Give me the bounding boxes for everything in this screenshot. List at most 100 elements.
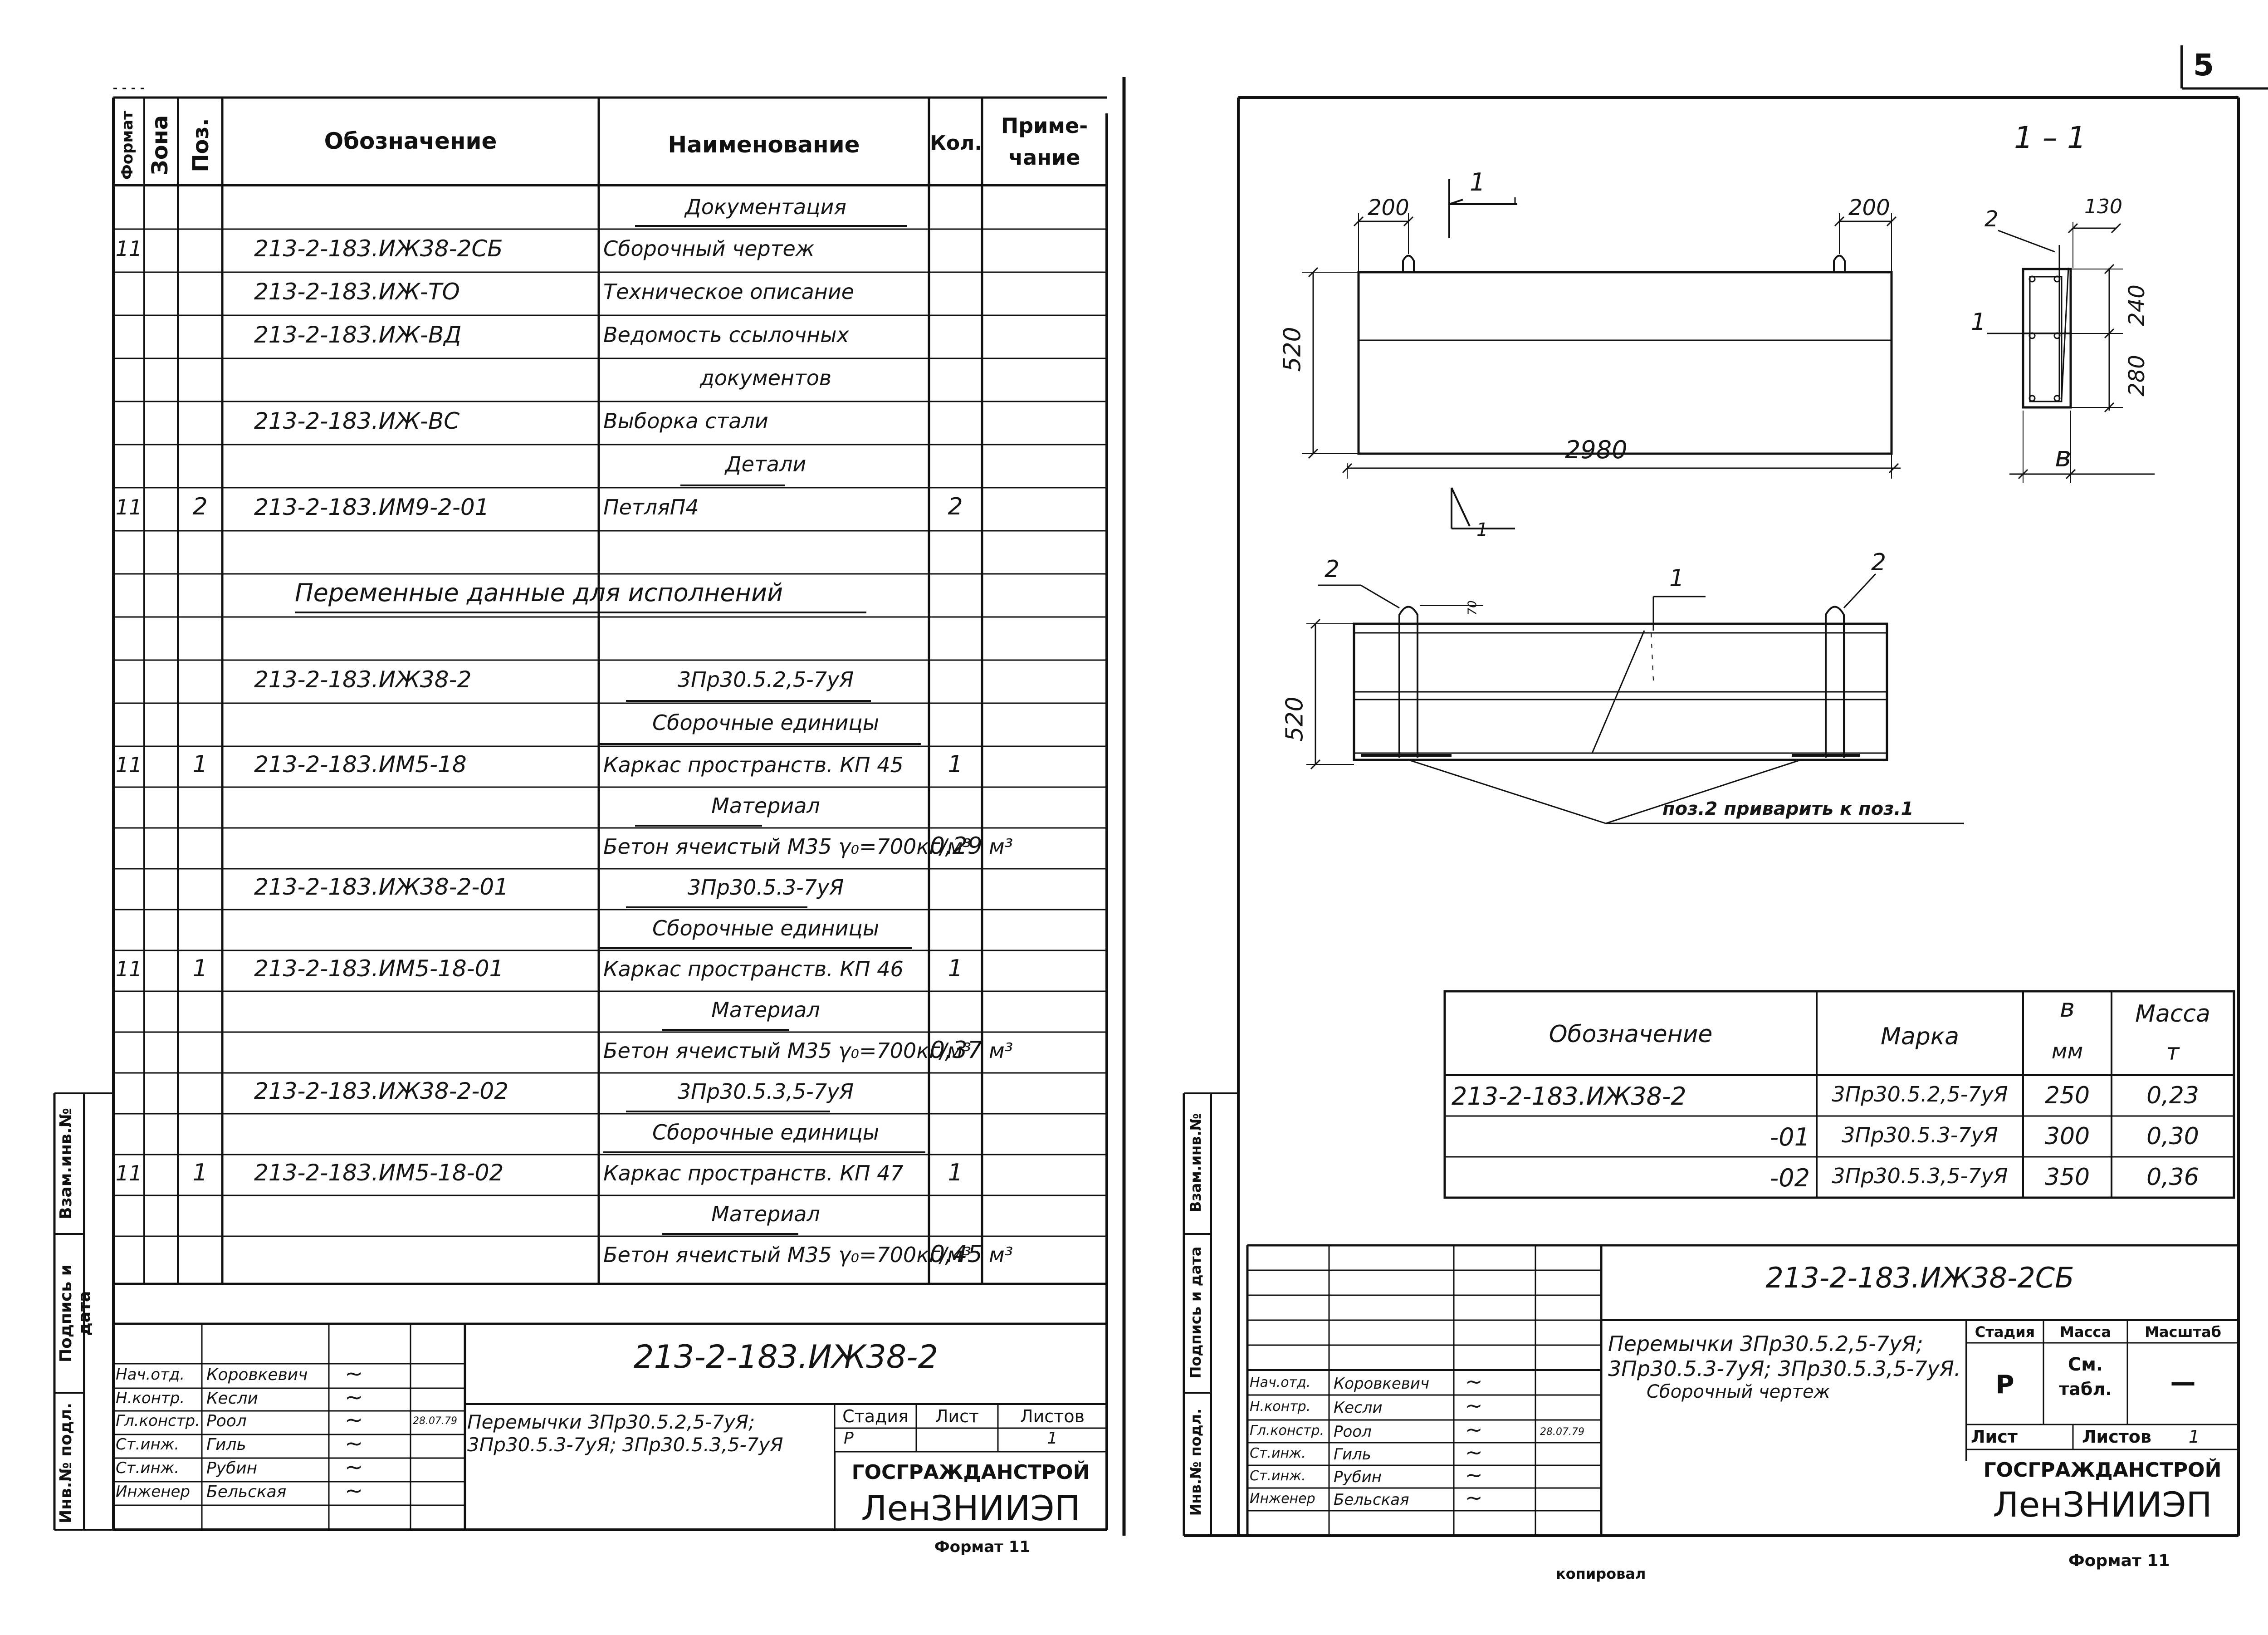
header-note-line2: чание (1008, 145, 1080, 170)
spec-cell-name: ПетляП4 (603, 495, 699, 520)
signer-name: Гиль (206, 1435, 246, 1454)
spec-cell-qty: 0,45 (930, 1240, 982, 1268)
rs-title-line1: Перемычки 3Пр30.5.2,5-7уЯ; (1608, 1331, 1923, 1356)
header-zone: Зона (147, 115, 173, 176)
spec-cell-name: Ведомость ссылочных (603, 323, 849, 348)
spec-cell-name: Бетон ячеистый М35 γ₀=700кг/м³ (603, 1242, 971, 1267)
table-header-mark: Марка (1880, 1023, 1959, 1050)
spec-cell-note: м³ (989, 1038, 1013, 1063)
rs-org-line2: ЛенЗНИИЭП (1993, 1484, 2212, 1525)
elevation-view (1302, 179, 1901, 529)
header-pos: Поз. (188, 118, 214, 172)
header-qty: Кол. (929, 132, 982, 155)
spec-cell-designation: 213-2-183.ИМ5-18-02 (254, 1160, 504, 1186)
rs-signature: ~ (1465, 1417, 1483, 1442)
spec-cell-designation: 213-2-183.ИЖ38-2СБ (254, 235, 503, 262)
format-note: Формат 11 (934, 1538, 1031, 1556)
plan-pos1: 1 (1669, 565, 1685, 592)
rs-signature: ~ (1465, 1440, 1483, 1464)
dim-2980: 2980 (1565, 436, 1628, 464)
signature: ~ (345, 1407, 363, 1433)
spec-cell-fmt: 11 (115, 956, 142, 981)
spec-cell-pos: 1 (192, 750, 208, 778)
section-130: 130 (2084, 195, 2122, 218)
mass-cell-designation: -01 (1769, 1123, 1810, 1151)
signer-role: Н.контр. (116, 1389, 185, 1407)
spec-cell-name: Каркас пространств. КП 47 (603, 1160, 904, 1185)
plan-pos2-right: 2 (1871, 549, 1887, 576)
signer-name: Бельская (206, 1483, 287, 1501)
rs-side-label-sign: Подпись и дата (1187, 1246, 1204, 1379)
side-label-sign: Подпись и дата (57, 1264, 94, 1362)
spec-cell-name: Бетон ячеистый М35 γ₀=700кг/м³ (603, 1038, 971, 1063)
spec-cell-designation: 213-2-183.ИЖ38-2-01 (254, 874, 509, 900)
spec-cell-designation: 213-2-183.ИМ9-2-01 (254, 494, 489, 520)
spec-cell-designation: 213-2-183.ИМ5-18-01 (254, 955, 504, 982)
rs-signer-role: Ст.инж. (1250, 1468, 1306, 1484)
rs-org-line1: ГОСГРАЖДАНСТРОЙ (1983, 1459, 2222, 1482)
title-text-line2: 3Пр30.5.3-7уЯ; 3Пр30.5.3,5-7уЯ (467, 1434, 783, 1456)
rs-signature: ~ (1465, 1369, 1483, 1394)
signer-name: Кесли (206, 1389, 258, 1408)
mass-cell-mass: 0,30 (2146, 1123, 2199, 1150)
mass-cell-mass: 0,36 (2146, 1164, 2199, 1191)
spec-cell-name: Материал (711, 997, 820, 1022)
rs-signature: ~ (1465, 1485, 1483, 1510)
signer-role: Гл.констр. (116, 1412, 200, 1430)
header-name: Наименование (668, 132, 860, 158)
rs-signer-name: Бельская (1334, 1491, 1409, 1509)
signature: ~ (345, 1385, 363, 1410)
rs-signer-role: Н.контр. (1250, 1399, 1311, 1415)
table-header-b: в (2059, 994, 2075, 1023)
table-header-mm: мм (2051, 1039, 2083, 1063)
dim-200-left: 200 (1368, 195, 1409, 220)
rs-mass-label: Масса (2060, 1323, 2111, 1341)
mass-cell-mark: 3Пр30.5.2,5-7уЯ (1832, 1082, 2008, 1106)
signer-name: Роол (206, 1412, 247, 1430)
spec-cell-name: Техническое описание (603, 279, 855, 304)
rs-scale-value: — (2170, 1368, 2196, 1397)
mass-cell-b: 350 (2044, 1164, 2090, 1191)
rs-signer-name: Рубин (1334, 1468, 1382, 1486)
signature: ~ (345, 1431, 363, 1456)
signer-role: Ст.инж. (116, 1435, 180, 1454)
mass-table-lines (1443, 990, 2235, 1199)
spec-cell-pos: 1 (192, 955, 208, 982)
spec-cell-designation: 213-2-183.ИЖ38-2 (254, 666, 472, 693)
rs-doc-code: 213-2-183.ИЖ38-2СБ (1765, 1261, 2074, 1294)
signer-role: Ст.инж. (116, 1459, 180, 1477)
dim-200-right: 200 (1848, 195, 1890, 220)
spec-cell-qty: 1 (948, 955, 963, 982)
title-text-line1: Перемычки 3Пр30.5.2,5-7уЯ; (467, 1411, 755, 1433)
rs-side-label-inv: Инв.№ подл. (1187, 1408, 1204, 1516)
spec-cell-name: Материал (711, 793, 820, 818)
rs-stage-label: Стадия (1975, 1323, 2035, 1341)
copy-note: копировал (1556, 1565, 1646, 1582)
mass-cell-designation: -02 (1769, 1164, 1810, 1192)
mass-cell-b: 250 (2044, 1082, 2090, 1109)
rs-sign-date: 28.07.79 (1540, 1426, 1584, 1438)
spec-cell-designation: 213-2-183.ИМ5-18 (254, 751, 467, 778)
sheet-label: Лист (935, 1406, 979, 1426)
spec-cell-name: документов (699, 366, 832, 391)
spec-cell-name: Бетон ячеистый М35 γ₀=700кг/м³ (603, 834, 971, 859)
spec-cell-fmt: 11 (115, 1160, 142, 1185)
spec-cell-qty: 1 (948, 750, 963, 778)
spec-cell-pos: 1 (192, 1159, 208, 1186)
cut-mark-top: 1 (1470, 168, 1486, 196)
table-header-mass: Масса (2135, 1000, 2210, 1028)
spec-cell-fmt: 11 (115, 752, 142, 777)
spec-cell-designation: 213-2-183.ИЖ-ВД (254, 321, 462, 348)
mass-cell-mark: 3Пр30.5.3-7уЯ (1842, 1123, 1998, 1147)
stage-label: Стадия (842, 1406, 909, 1426)
signature: ~ (345, 1361, 363, 1386)
spec-cell-designation: 213-2-183.ИЖ-ТО (254, 278, 460, 305)
org-line2: ЛенЗНИИЭП (861, 1488, 1080, 1528)
rs-format-note: Формат 11 (2068, 1552, 2170, 1570)
cut-mark-bottom: 1 (1476, 519, 1488, 540)
rs-signer-name: Коровкевич (1334, 1375, 1430, 1393)
spec-cell-name: Выборка стали (603, 409, 768, 434)
spec-cell-designation: 213-2-183.ИЖ38-2-02 (254, 1078, 509, 1104)
spec-cell-qty: 0,37 (930, 1036, 982, 1064)
